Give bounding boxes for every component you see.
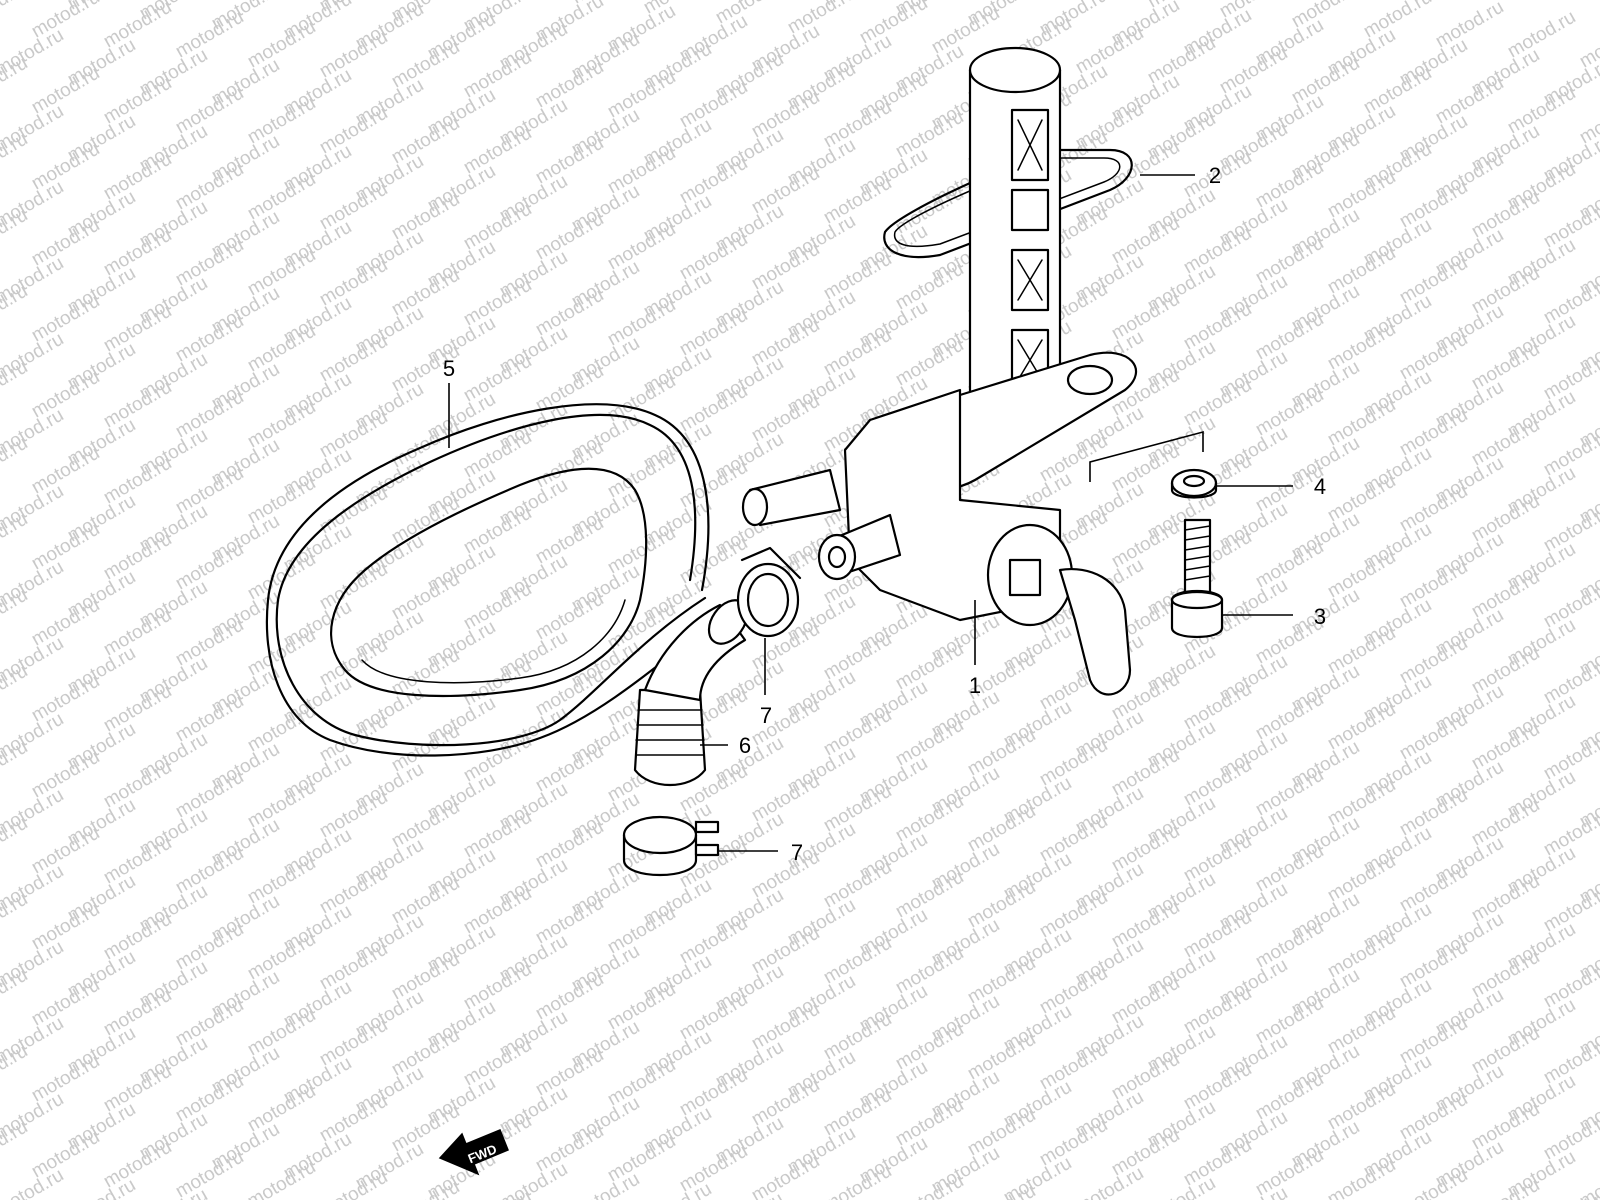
hose-clamp-part-7-upper	[736, 546, 802, 638]
screw-part-3	[1170, 518, 1224, 638]
callout-3: 3	[1314, 604, 1326, 629]
callout-7-upper: 7	[760, 703, 772, 728]
short-hose-part-6	[633, 599, 749, 787]
watermark-text: motod.ru	[820, 1161, 895, 1200]
watermark-text: motod.ru	[496, 1159, 571, 1200]
washer-part-4	[1170, 468, 1218, 499]
watermark-text: motod.ru	[892, 1171, 967, 1200]
callout-4: 4	[1314, 474, 1326, 499]
watermark-text: motod.ru	[244, 1157, 319, 1200]
callout-6: 6	[739, 733, 751, 758]
callout-labels: 1 2 3 4 5 6 7 7	[443, 163, 1326, 865]
hose-clamp-part-7-lower	[622, 815, 720, 876]
watermark-text: motod.ru	[1396, 1165, 1471, 1200]
callout-2: 2	[1209, 163, 1221, 188]
callout-1: 1	[969, 673, 981, 698]
watermark-text: motod.ru	[316, 1167, 391, 1200]
fuel-hose-part-5	[265, 403, 710, 757]
watermark-text: motod.ru	[0, 0, 31, 32]
leader-lines	[448, 174, 1293, 852]
watermark-text: motod.ru	[568, 1169, 643, 1200]
callout-5: 5	[443, 356, 455, 381]
watermark-text: motod.ru	[1324, 1155, 1399, 1200]
fuel-cock-part-1	[741, 46, 1138, 696]
gasket-part-2	[883, 148, 1133, 259]
callout-7-lower: 7	[791, 840, 803, 865]
watermark-text: motod.ru	[1072, 1163, 1147, 1200]
